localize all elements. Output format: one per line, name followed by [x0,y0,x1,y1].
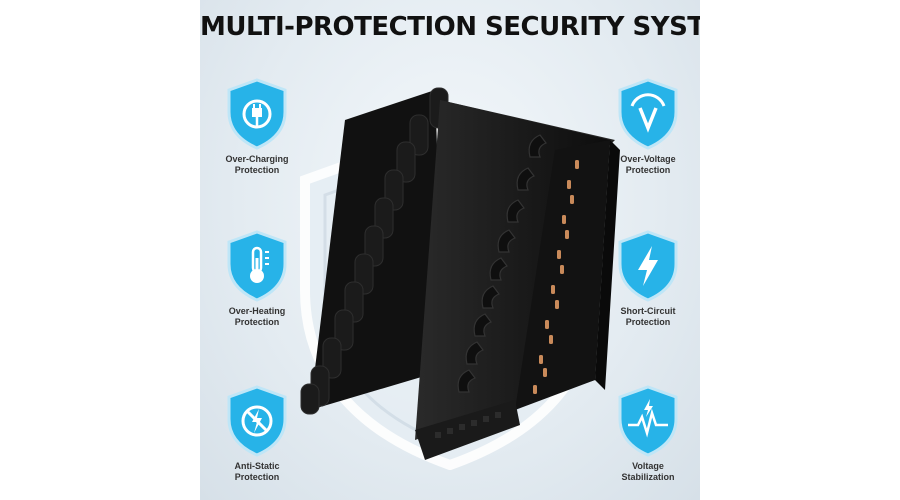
feature-label-line2: Stabilization [621,472,675,482]
product-panel: MULTI-PROTECTION SECURITY SYSTEM [200,0,700,500]
plug-icon [227,78,287,150]
charging-station-image [300,87,620,460]
feature-label-line1: Voltage [632,461,664,471]
no-static-icon [227,385,287,457]
feature-label-line1: Short-Circuit [620,306,676,316]
feature-label-line2: Protection [234,317,280,327]
feature-label-line1: Over-Charging [225,154,289,164]
feature-label-line2: Protection [625,317,671,327]
page-title: MULTI-PROTECTION SECURITY SYSTEM [200,12,700,42]
thermometer-icon [227,230,287,302]
feature-label-line1: Over-Voltage [620,154,676,164]
voltage-gauge-icon [618,78,678,150]
feature-label-line1: Over-Heating [228,306,286,316]
feature-label-line2: Protection [234,472,280,482]
lightning-bolt-icon [618,230,678,302]
feature-label-line2: Protection [625,165,671,175]
voltage-wave-icon [618,385,678,457]
feature-label-line1: Anti-Static [234,461,280,471]
feature-label-line2: Protection [234,165,280,175]
